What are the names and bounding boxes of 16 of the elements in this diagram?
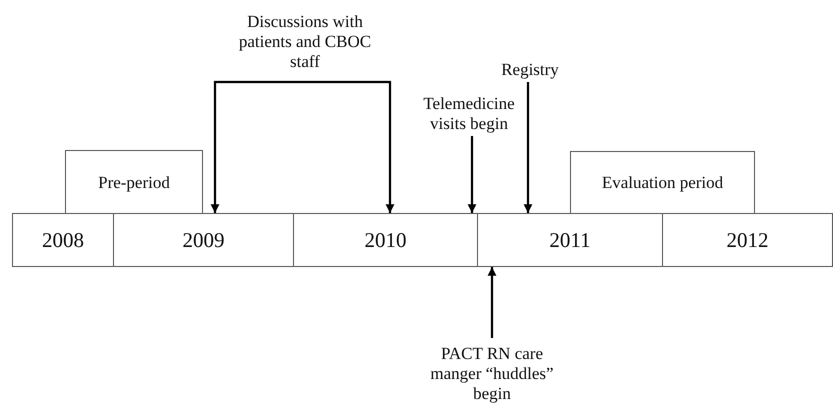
period-box: Evaluation period [570, 151, 755, 214]
year-cell: 2008 [12, 213, 114, 267]
year-cell: 2011 [477, 213, 663, 267]
annotation-text: Registry [496, 58, 564, 82]
arrow [488, 267, 496, 338]
year-cell: 2009 [113, 213, 294, 267]
period-box: Pre-period [65, 150, 203, 214]
annotation-text: Discussions with patients and CBOC staff [222, 2, 388, 82]
annotation-text: Telemedicine visits begin [416, 92, 522, 136]
year-cell: 2010 [293, 213, 478, 267]
arrow [210, 80, 305, 213]
arrow [468, 136, 476, 213]
year-cell: 2012 [662, 213, 833, 267]
arrow [305, 80, 394, 213]
arrow [524, 82, 532, 213]
annotation-text: PACT RN care manger “huddles” begin [422, 338, 562, 409]
